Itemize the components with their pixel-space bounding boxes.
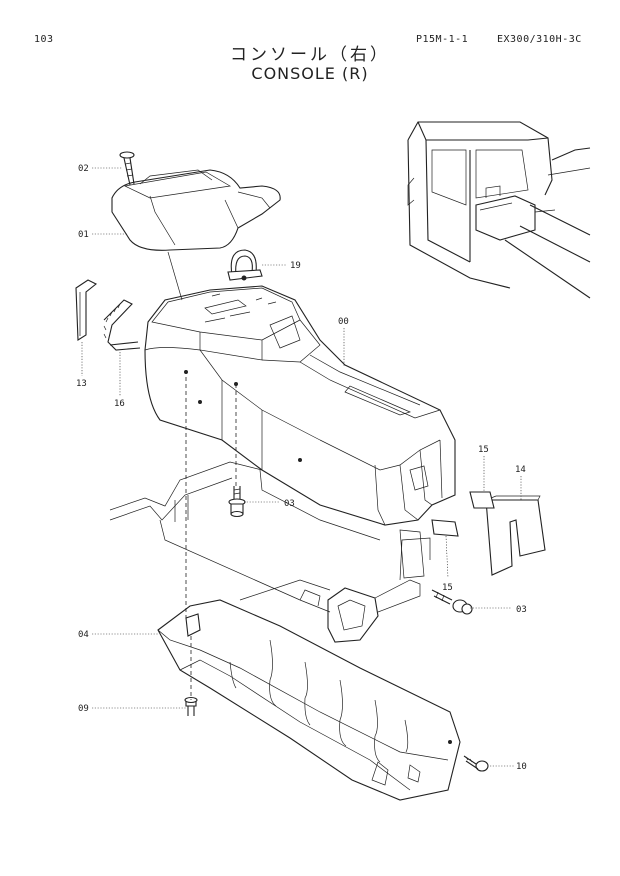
part-14-u-pad[interactable] <box>485 495 546 576</box>
part-16-seal[interactable] <box>103 299 141 351</box>
callout-03-lower: 03 <box>516 605 527 615</box>
title-english: CONSOLE (R) <box>251 64 369 83</box>
part-10-bolt[interactable] <box>463 755 489 772</box>
callout-02: 02 <box>78 164 89 174</box>
part-13-trim[interactable] <box>75 279 98 341</box>
model-code: EX300/310H-3C <box>497 34 582 45</box>
part-09-screw[interactable] <box>184 696 198 717</box>
callout-15-lower: 15 <box>442 583 453 593</box>
callout-01: 01 <box>78 230 89 240</box>
figure-code: P15M-1-1 <box>416 34 469 45</box>
callout-00: 00 <box>338 317 349 327</box>
leader-lines <box>81 167 522 767</box>
part-15-pad-upper[interactable] <box>469 491 495 509</box>
base-frame <box>109 461 431 643</box>
callout-13: 13 <box>76 379 87 389</box>
callout-04: 04 <box>78 630 89 640</box>
part-03-bolt-lower[interactable] <box>431 589 473 615</box>
part-19-clamp[interactable] <box>227 249 263 281</box>
callout-10: 10 <box>516 762 527 772</box>
callout-14: 14 <box>515 465 526 475</box>
part-04-lower-cover[interactable] <box>157 599 461 801</box>
callout-16: 16 <box>114 399 125 409</box>
title-japanese: コンソール（右） <box>230 45 390 65</box>
assembly-guide-lines <box>167 251 238 700</box>
part-00-console-body[interactable] <box>144 285 456 526</box>
part-01-upper-cover[interactable] <box>111 169 281 251</box>
part-02-screw[interactable] <box>119 151 135 186</box>
callout-09: 09 <box>78 704 89 714</box>
part-03-bolt-upper[interactable] <box>228 486 246 518</box>
cab-inset-drawing <box>407 121 591 299</box>
callout-15-upper: 15 <box>478 445 489 455</box>
callout-19: 19 <box>290 261 301 271</box>
part-15-pad-lower[interactable] <box>399 519 459 579</box>
callout-03-upper: 03 <box>284 499 295 509</box>
page-number: 103 <box>34 34 54 45</box>
